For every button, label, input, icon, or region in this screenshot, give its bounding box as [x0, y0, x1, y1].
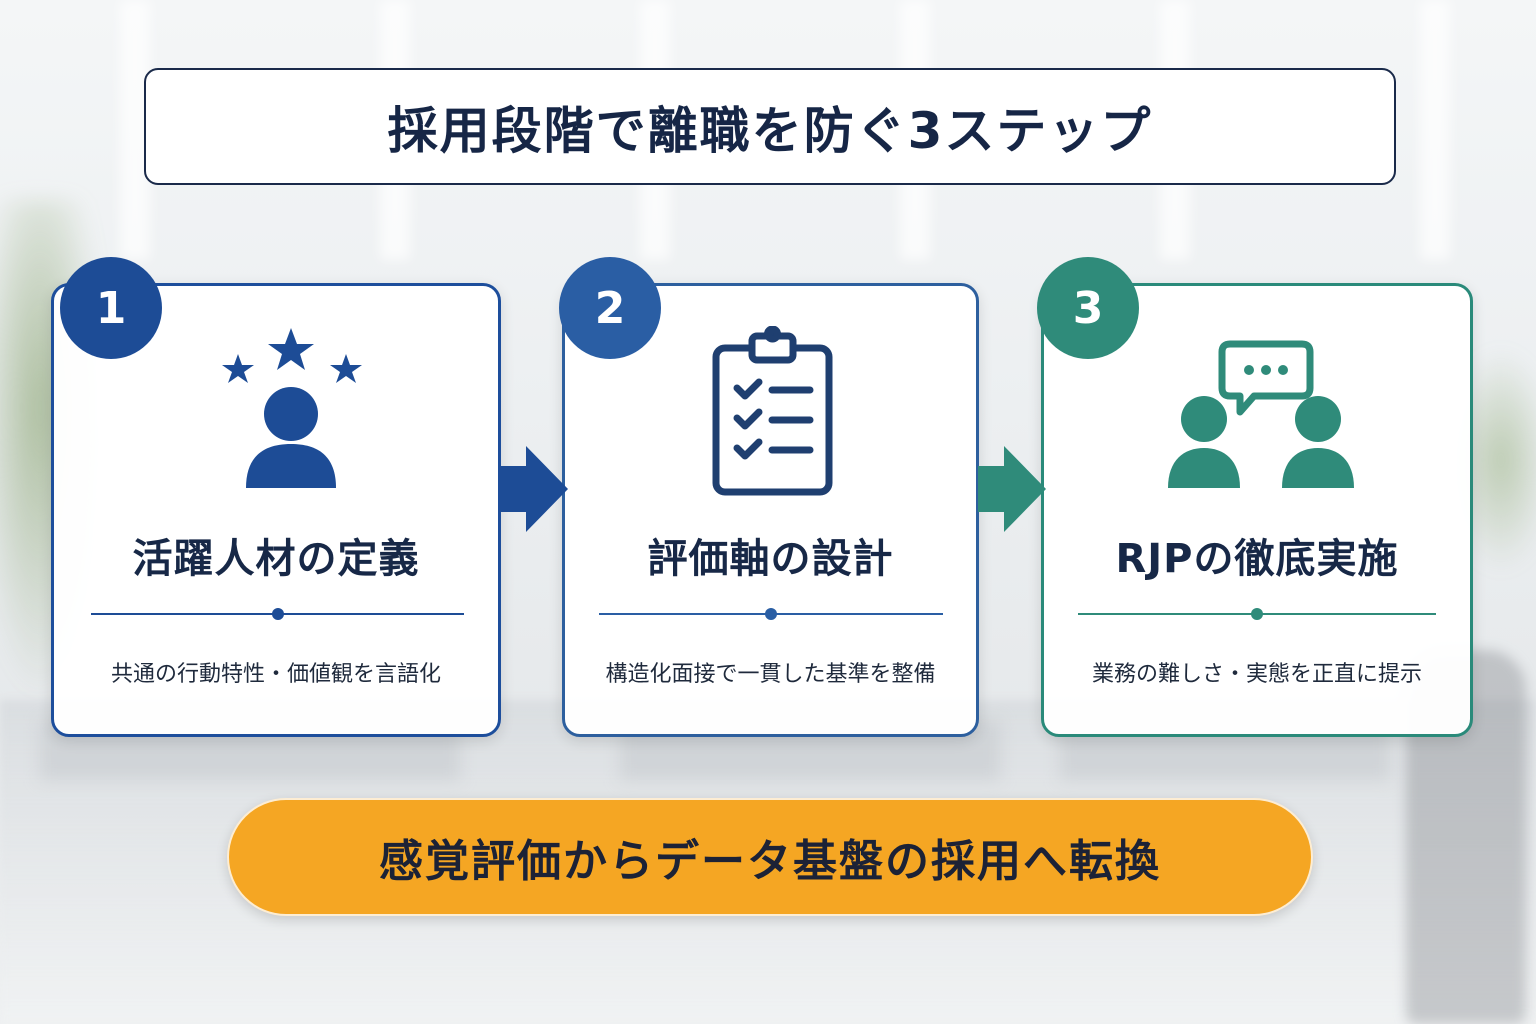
clipboard-checklist-icon [712, 326, 833, 496]
conclusion-banner: 感覚評価からデータ基盤の採用へ転換 [227, 798, 1313, 916]
step-title: RJPの徹底実施 [1115, 536, 1399, 582]
step-title: 評価軸の設計 [647, 536, 894, 582]
step-number-badge-2: 2 [559, 257, 661, 359]
step-card-1: 活躍人材の定義 共通の行動特性・価値観を言語化 [51, 283, 501, 737]
banner-text: 感覚評価からデータ基盤の採用へ転換 [379, 836, 1161, 887]
people-chat-icon [1168, 340, 1354, 488]
step-description: 共通の行動特性・価値観を言語化 [110, 662, 441, 687]
step-title: 活躍人材の定義 [132, 536, 420, 582]
step-card-2: 評価軸の設計 構造化面接で一貫した基準を整備 [562, 283, 979, 737]
divider [91, 608, 464, 620]
step-number-badge-1: 1 [60, 257, 162, 359]
person-stars-icon [222, 328, 362, 488]
step-description: 業務の難しさ・実態を正直に提示 [1091, 662, 1422, 687]
step-description: 構造化面接で一貫した基準を整備 [605, 662, 936, 687]
step-number-badge-3: 3 [1037, 257, 1139, 359]
arrow-right-icon [500, 446, 568, 532]
divider [599, 608, 943, 620]
arrow-right-icon [978, 446, 1046, 532]
step-card-3: RJPの徹底実施 業務の難しさ・実態を正直に提示 [1041, 283, 1473, 737]
divider [1078, 608, 1436, 620]
title-box: 採用段階で離職を防ぐ3ステップ [144, 68, 1396, 185]
page-title: 採用段階で離職を防ぐ3ステップ [387, 101, 1153, 160]
